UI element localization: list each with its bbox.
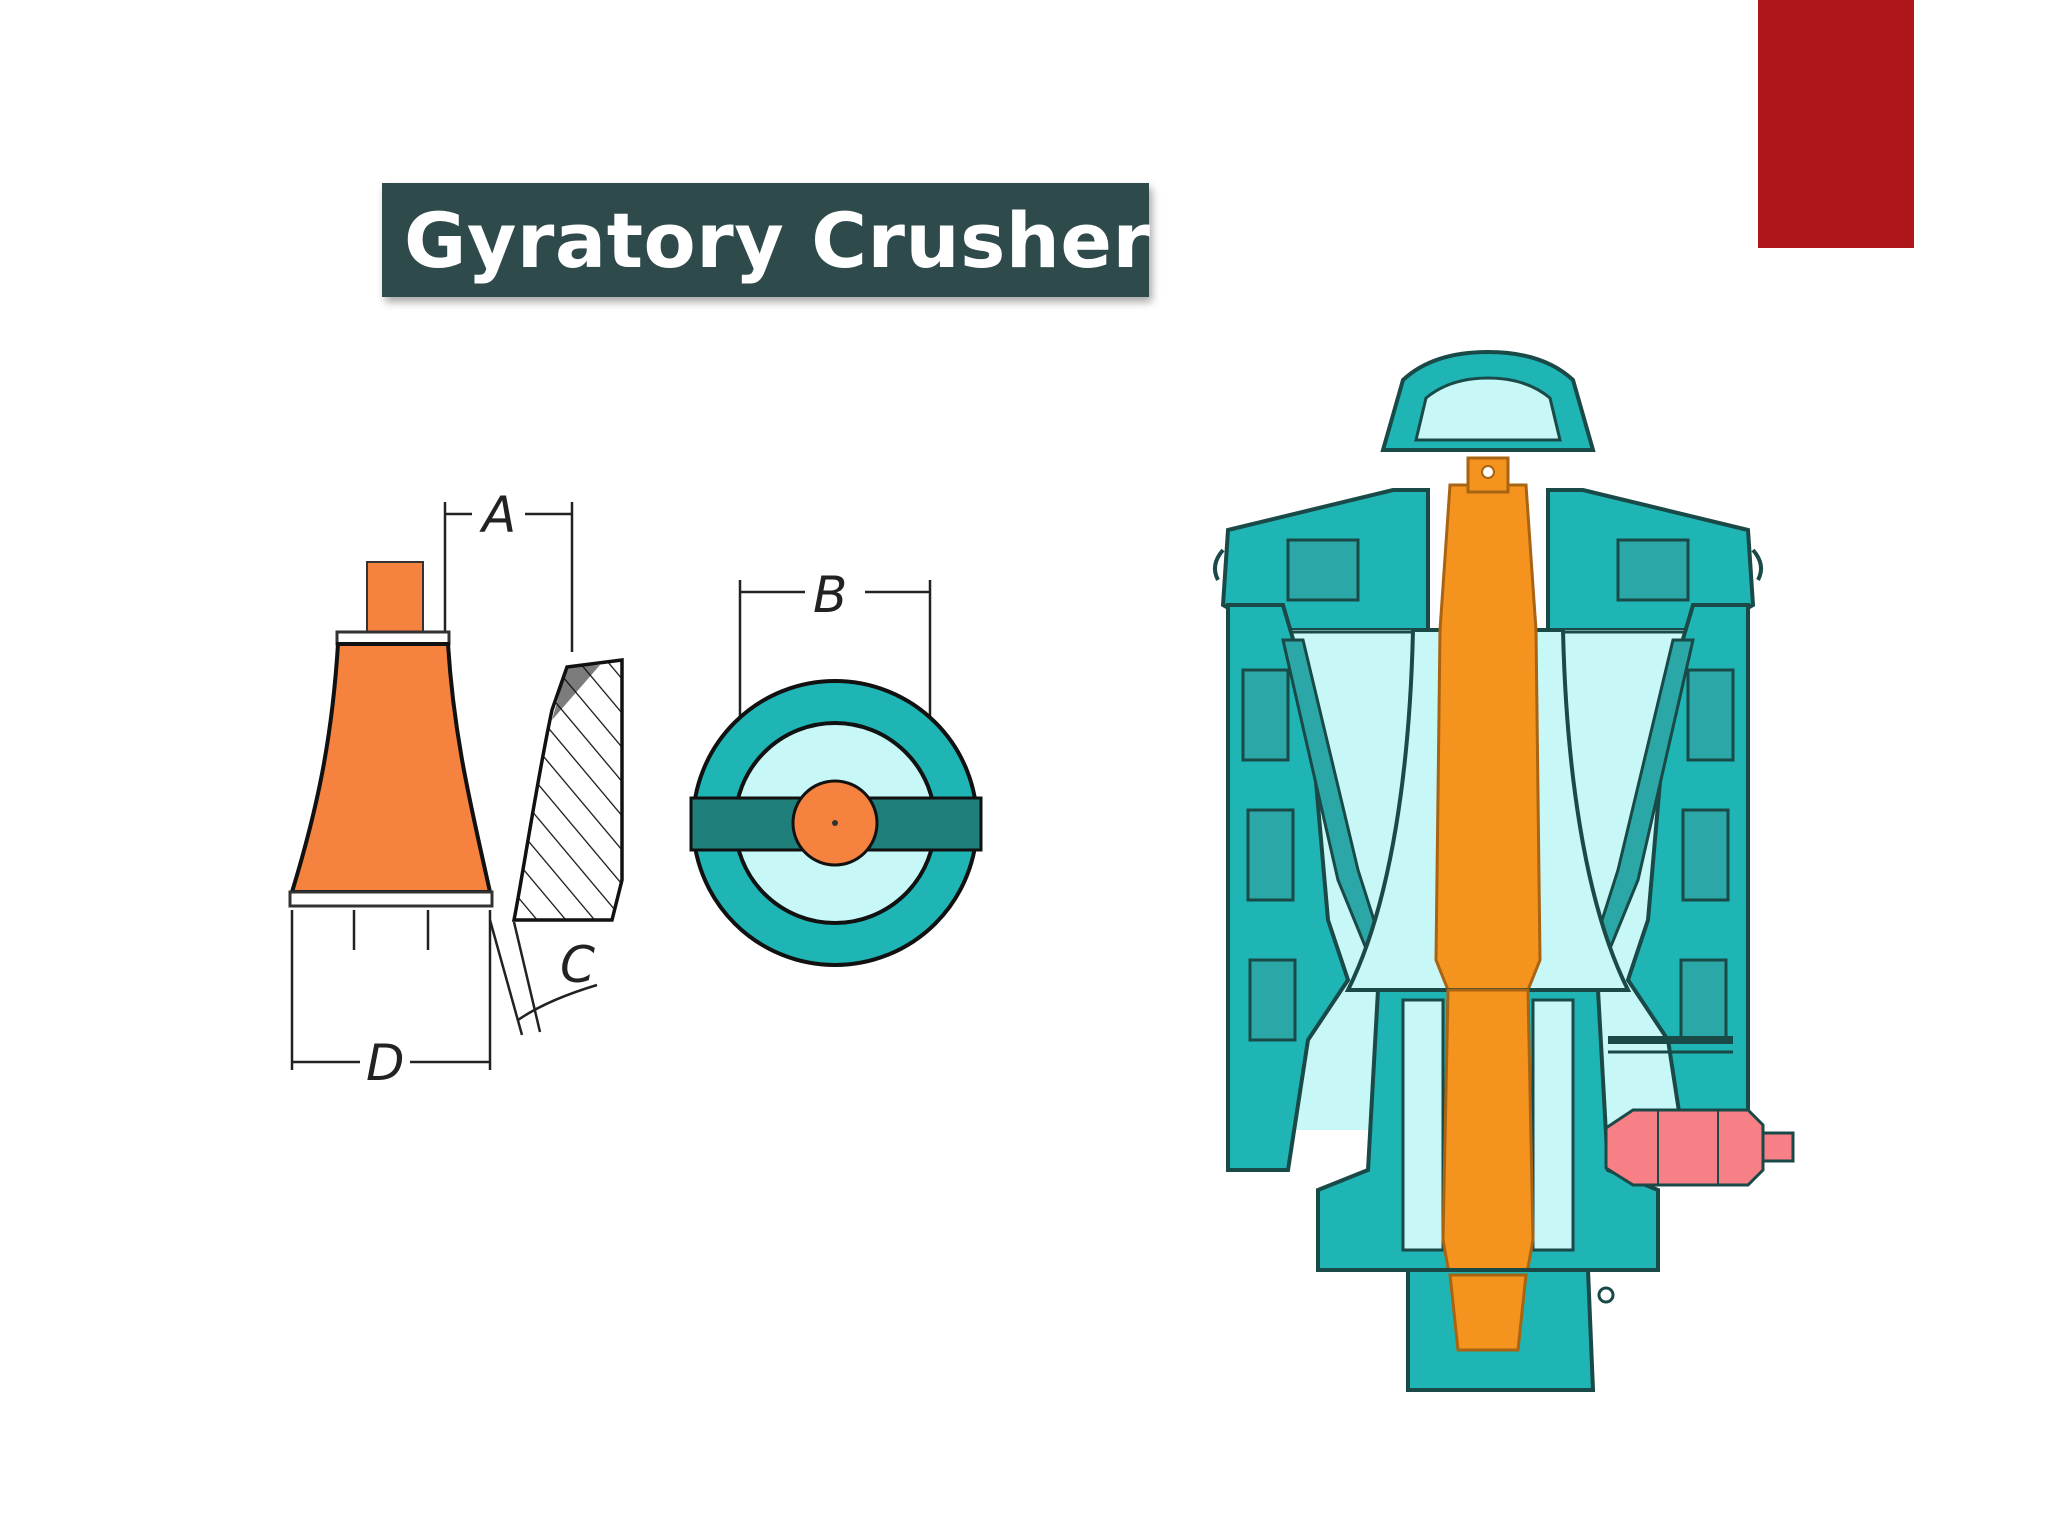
dimension-c: C [488, 919, 598, 1036]
dimension-b: B [738, 566, 932, 720]
slide-title: Gyratory Crusher [404, 195, 1151, 285]
ring-top-view [689, 679, 983, 967]
dimension-d: D [290, 910, 492, 1092]
label-d: D [366, 1034, 405, 1092]
label-a: A [479, 486, 516, 544]
title-box: Gyratory Crusher [382, 183, 1151, 297]
top-view-diagram: B [689, 566, 983, 967]
concave-wedge [511, 658, 624, 922]
label-c: C [560, 936, 595, 994]
label-b: B [813, 566, 847, 624]
crusher-cross-section [1212, 349, 1795, 1392]
pinion-drive [1604, 1108, 1765, 1187]
dimension-a: A [443, 486, 574, 670]
cone-body [289, 642, 493, 894]
accent-bar [1758, 0, 1914, 248]
cone-stem [366, 561, 424, 633]
mantle-dimension-diagram: A C D [288, 486, 624, 1092]
